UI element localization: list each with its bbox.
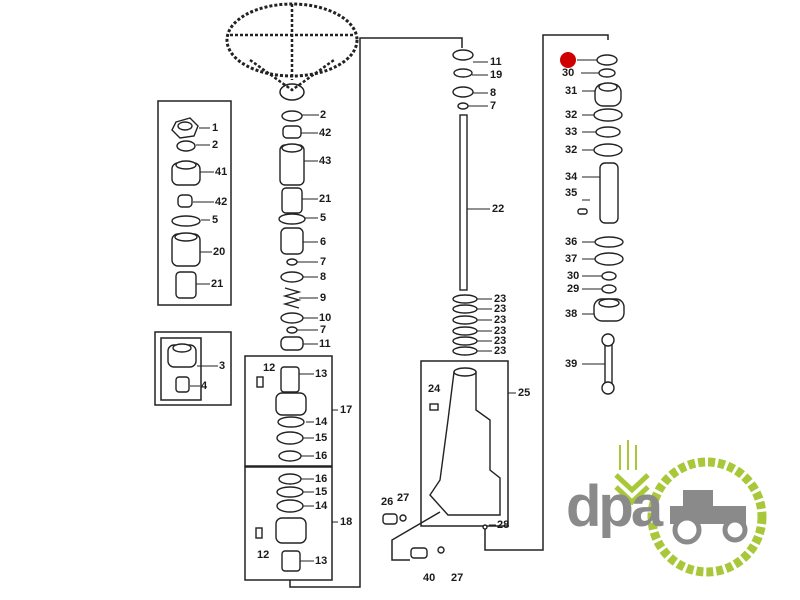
- part-label: 34: [565, 171, 578, 183]
- part-label: 7: [320, 324, 327, 336]
- part-label: 27: [397, 492, 410, 504]
- part-label: 25: [518, 387, 531, 399]
- part-label: 29: [567, 283, 580, 295]
- part-label: 21: [211, 278, 224, 290]
- part-label: 42: [215, 196, 228, 208]
- part-label: 9: [320, 292, 327, 304]
- part-label: 13: [315, 368, 328, 380]
- part-label: 30: [567, 270, 580, 282]
- part-label: 21: [319, 193, 332, 205]
- part-label: 38: [565, 308, 578, 320]
- part-label: 15: [315, 432, 328, 444]
- part-label: 4: [201, 380, 208, 392]
- part-label: 37: [565, 253, 578, 265]
- logo-text: dpa: [566, 474, 663, 539]
- part-label: 35: [565, 187, 578, 199]
- part-label: 42: [319, 127, 332, 139]
- subassembly-box-17: [244, 355, 333, 467]
- part-label: 18: [340, 516, 353, 528]
- steering-wheel-icon: [225, 2, 359, 101]
- part-label: 1: [212, 122, 219, 134]
- dpa-logo-icon: [614, 440, 767, 577]
- part-label: 16: [315, 473, 328, 485]
- part-label: 6: [320, 236, 327, 248]
- part-label: 23: [494, 345, 507, 357]
- part-label: 2: [212, 139, 219, 151]
- part-label: 40: [423, 572, 436, 584]
- part-label: 13: [315, 555, 328, 567]
- part-label: 5: [212, 214, 219, 226]
- part-label: 12: [257, 549, 270, 561]
- part-label: 30: [562, 67, 575, 79]
- part-label: 23: [494, 335, 507, 347]
- part-label: 36: [565, 236, 578, 248]
- part-label: 28: [497, 519, 510, 531]
- part-label: 7: [320, 256, 327, 268]
- part-label: 17: [340, 404, 353, 416]
- part-label: 16: [315, 450, 328, 462]
- part-label: 39: [565, 358, 578, 370]
- part-label: 22: [492, 203, 505, 215]
- part-label: 26: [381, 496, 394, 508]
- subassembly-box-18: [244, 466, 333, 581]
- highlight-marker: [560, 52, 576, 68]
- part-label: 41: [215, 166, 228, 178]
- part-label: 8: [490, 87, 497, 99]
- part-label: 32: [565, 144, 578, 156]
- part-label: 19: [490, 69, 503, 81]
- part-label: 23: [494, 293, 507, 305]
- part-label: 7: [490, 100, 497, 112]
- part-label: 11: [319, 338, 331, 350]
- part-label: 14: [315, 416, 328, 428]
- part-label: 27: [451, 572, 464, 584]
- part-label: 23: [494, 303, 507, 315]
- part-label: 23: [494, 314, 507, 326]
- subassembly-box-left: [157, 100, 232, 306]
- part-label: 12: [263, 362, 276, 374]
- part-label: 43: [319, 155, 332, 167]
- part-label: 10: [319, 312, 332, 324]
- part-label: 33: [565, 126, 578, 138]
- part-label: 31: [565, 85, 578, 97]
- part-label: 3: [219, 360, 226, 372]
- subassembly-box-25: [420, 360, 509, 527]
- part-label: 2: [320, 109, 327, 121]
- part-label: 14: [315, 500, 328, 512]
- part-label: 5: [320, 212, 327, 224]
- part-label: 32: [565, 109, 578, 121]
- part-label: 24: [428, 383, 441, 395]
- part-label: 15: [315, 486, 328, 498]
- part-label: 11: [490, 56, 502, 68]
- part-label: 23: [494, 325, 507, 337]
- part-label: 8: [320, 271, 327, 283]
- part-label: 20: [213, 246, 226, 258]
